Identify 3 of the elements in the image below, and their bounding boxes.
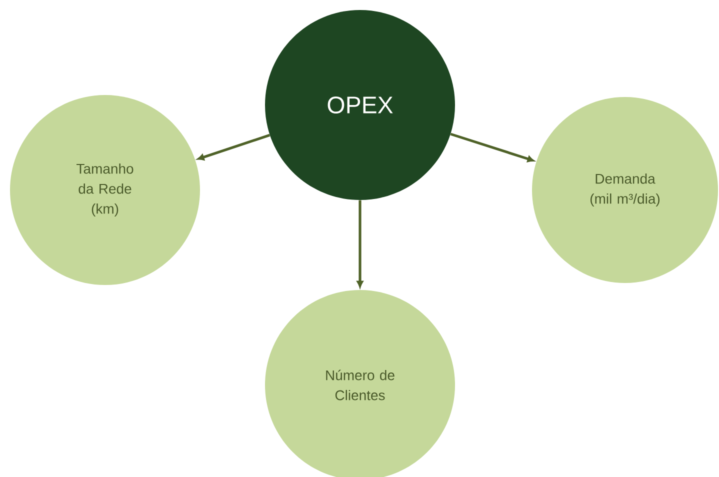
arrow [197,134,270,160]
arrow [356,200,364,288]
arrow [450,132,534,162]
